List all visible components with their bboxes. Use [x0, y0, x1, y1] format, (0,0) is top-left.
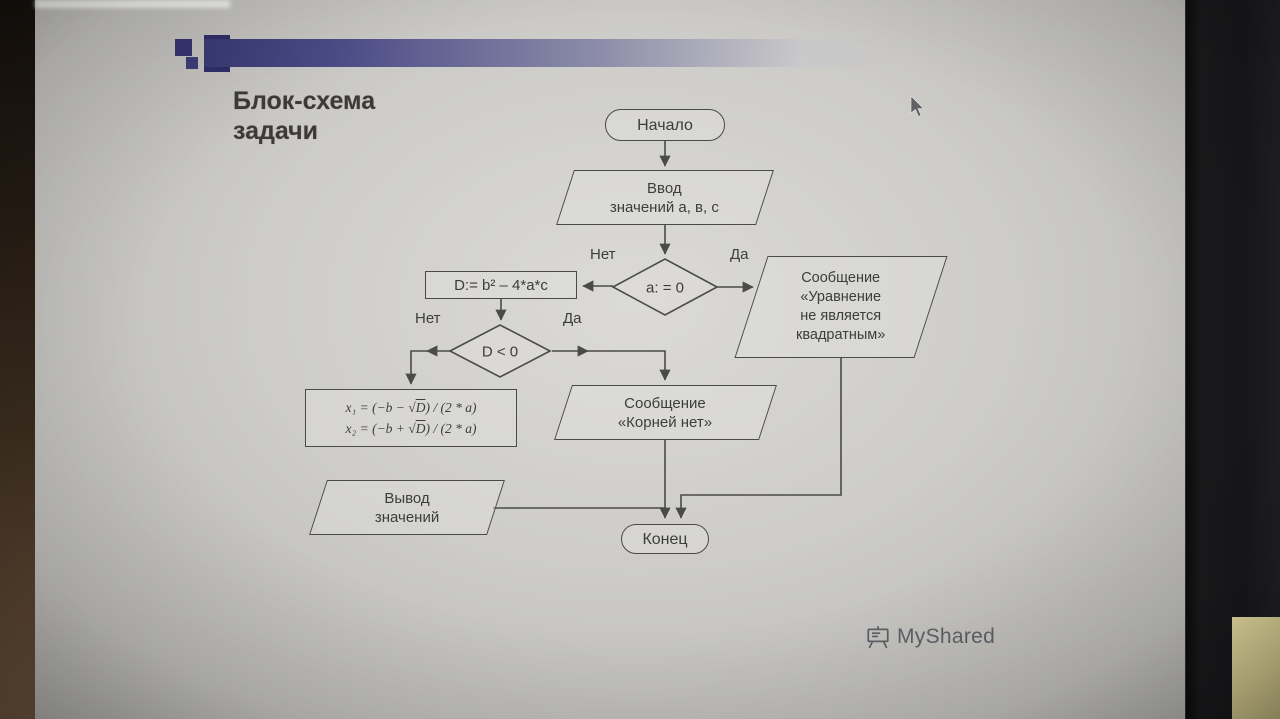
message-not-quadratic-label: Сообщение «Уравнение не является квадрат… [796, 270, 886, 343]
flowchart-input-node: Ввод значений а, в, с [556, 170, 774, 225]
watermark-label: MyShared [897, 625, 996, 648]
root2-formula: x₂ = (−b + √D) / (2 * a) [345, 421, 477, 436]
message-no-roots-label: Сообщение «Корней нет» [618, 394, 713, 431]
end-label: Конец [642, 530, 688, 548]
slide-accent-bar [204, 39, 906, 67]
flowchart-message-not-quadratic-node: Сообщение «Уравнение не является квадрат… [734, 256, 948, 358]
connector-no-to-roots [405, 350, 431, 385]
flowchart-decision-d-diamond [448, 324, 552, 378]
sticky-note [1232, 617, 1280, 719]
monitor-screen: Блок-схема задачи [35, 0, 1185, 719]
roots-formulas: x₁ = (−b − √D) / (2 * a) x₂ = (−b + √D) … [346, 397, 477, 439]
slide-title: Блок-схема задачи [233, 86, 375, 146]
slide-accent-square [186, 57, 198, 69]
room-wall-edge [0, 0, 35, 719]
slide-title-line1: Блок-схема [233, 87, 376, 115]
mouse-cursor [910, 96, 925, 117]
flowchart-decision-a-diamond [611, 258, 719, 316]
easel-icon [867, 626, 889, 649]
input-label: Ввод значений а, в, с [610, 179, 720, 216]
decision-a-label: а: = 0 [646, 279, 684, 297]
flowchart-end-node: Конец [621, 524, 709, 554]
flowchart-roots-formula-node: x₁ = (−b − √D) / (2 * a) x₂ = (−b + √D) … [305, 389, 517, 447]
flowchart-output-node: Вывод значений [309, 480, 505, 535]
flowchart-discriminant-node: D:= b² – 4*a*c [425, 271, 577, 299]
monitor-bezel [1185, 0, 1280, 719]
decision-d-label: D < 0 [481, 343, 519, 361]
root1-formula: x₁ = (−b − √D) / (2 * a) [345, 400, 477, 415]
start-label: Начало [637, 116, 693, 134]
flowchart-message-no-roots-node: Сообщение «Корней нет» [554, 385, 777, 440]
discriminant-label: D:= b² – 4*a*c [454, 276, 548, 294]
slide-accent-square [175, 39, 192, 56]
branch-label-yes-d: Да [563, 310, 582, 327]
flowchart-start-node: Начало [605, 109, 725, 141]
flowchart-connectors [405, 141, 842, 519]
connector-msgquad-to-end [675, 358, 842, 519]
output-label: Вывод значений [374, 489, 440, 526]
screen-glare [35, 0, 230, 8]
slide-title-line2: задачи [233, 117, 319, 145]
branch-label-no-d: Нет [415, 310, 441, 327]
connector-yes-to-noroots [585, 350, 671, 381]
myshared-watermark: MyShared [865, 624, 995, 650]
branch-label-no-a: Нет [590, 246, 616, 263]
branch-label-yes-a: Да [730, 246, 749, 263]
